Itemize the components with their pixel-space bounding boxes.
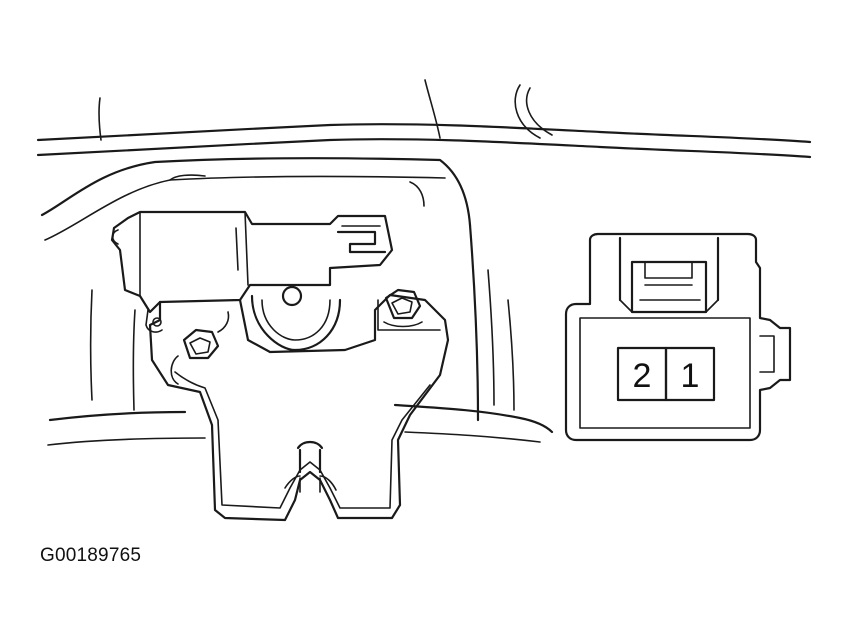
lock-actuator-housing — [110, 210, 394, 314]
body-panel-outline — [36, 79, 812, 446]
pin-1-label: 1 — [681, 357, 700, 395]
figure-id-label: G00189765 — [40, 545, 142, 566]
bolt-left — [170, 311, 230, 385]
bolt-right — [383, 288, 423, 328]
lock-body — [145, 285, 450, 522]
connector-pin-2: 2 — [616, 346, 668, 402]
pin-2-label: 2 — [633, 357, 652, 395]
harness-connector — [564, 232, 792, 442]
connector-pin-1: 1 — [664, 346, 716, 402]
